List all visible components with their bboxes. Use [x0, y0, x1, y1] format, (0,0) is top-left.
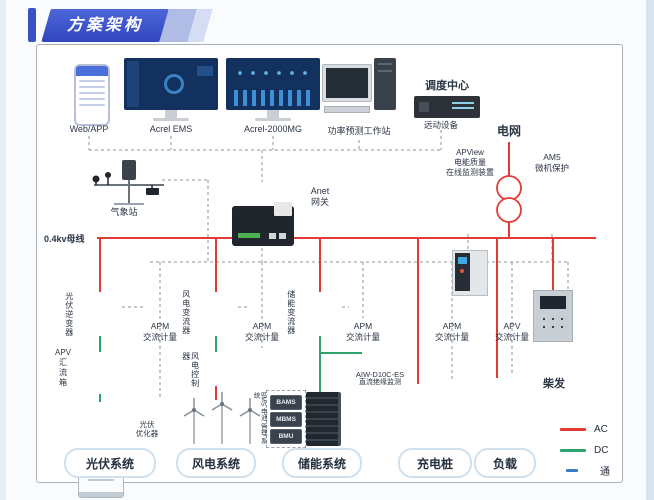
aiw-label: AIW-D10C-ES 直流绝缘监测	[355, 370, 405, 387]
weather-station-icon	[92, 160, 164, 205]
wind-system-pill: 风电系统	[176, 448, 256, 478]
pv-system-pill: 光伏系统	[64, 448, 156, 478]
transformer-icon	[496, 175, 522, 201]
pv-inverter-label: 光伏逆变器	[64, 292, 74, 337]
anet-gateway-label: Anet 网关	[310, 186, 330, 208]
legend-dc: DC	[560, 443, 608, 457]
page-title: 方案架构	[66, 17, 143, 34]
busbar-label: 0.4kv母线	[44, 234, 85, 244]
anet-gateway-icon	[232, 202, 294, 246]
title-banner: 方案架构	[41, 9, 169, 42]
am5-label: AM5 微机保护	[534, 152, 569, 173]
web-app-label: Web/APP	[69, 124, 109, 134]
acrel-2000mg-label: Acrel-2000MG	[243, 124, 303, 134]
bmu-unit: BMU	[270, 429, 302, 444]
legend-ac: AC	[560, 422, 608, 436]
storage-converter-label: 储能变流器	[286, 290, 296, 335]
pv-combiner-label: APV 汇 流 箱	[54, 348, 71, 387]
battery-rack-icon	[306, 392, 341, 446]
weather-station-label: 气象站	[110, 207, 138, 217]
bams-unit: BAMS	[270, 395, 302, 410]
ac-line-swatch	[560, 427, 586, 431]
apview-label: APView 电能质量 在线监测装置	[446, 148, 494, 177]
bms-group-box	[266, 390, 306, 448]
remote-device-label: 远动设备	[423, 120, 458, 130]
grid-label: 电网	[496, 124, 521, 138]
pv-optimizer-label: 光伏 优化器	[135, 420, 159, 439]
acrel-2000mg-monitor-icon	[226, 58, 320, 121]
storage-system-pill: 储能系统	[282, 448, 362, 478]
remote-terminal-unit-icon	[414, 96, 480, 118]
right-edge-strip	[646, 0, 654, 500]
load-pill: 负载	[474, 448, 536, 478]
left-edge-strip	[0, 0, 6, 500]
mbms-unit: MBMS	[270, 412, 302, 427]
comm-line-swatch	[566, 468, 578, 472]
forecast-workstation-label: 功率预测工作站	[327, 126, 391, 136]
legend-comm: 通	[566, 463, 610, 478]
title-accent-bar	[28, 8, 36, 42]
am5-device-icon	[533, 290, 573, 342]
wind-converter-label: 风电变流器	[181, 290, 191, 335]
wind-turbines-icon	[183, 392, 261, 444]
wind-controller-label: 风电控制器	[181, 352, 200, 388]
diesel-label: 柴发	[543, 378, 565, 390]
bms-label: BMS 电池 管理 系统	[252, 392, 267, 445]
dispatch-center-label: 调度中心	[425, 80, 469, 92]
apview-device-icon	[452, 250, 488, 296]
transformer-icon	[496, 197, 522, 223]
acrel-ems-label: Acrel EMS	[149, 124, 193, 134]
acrel-ems-monitor-icon	[124, 58, 218, 121]
dc-line-swatch	[560, 448, 586, 452]
forecast-workstation-icon	[322, 58, 398, 114]
charging-pile-pill: 充电桩	[398, 448, 472, 478]
web-app-phone-icon	[74, 64, 110, 126]
